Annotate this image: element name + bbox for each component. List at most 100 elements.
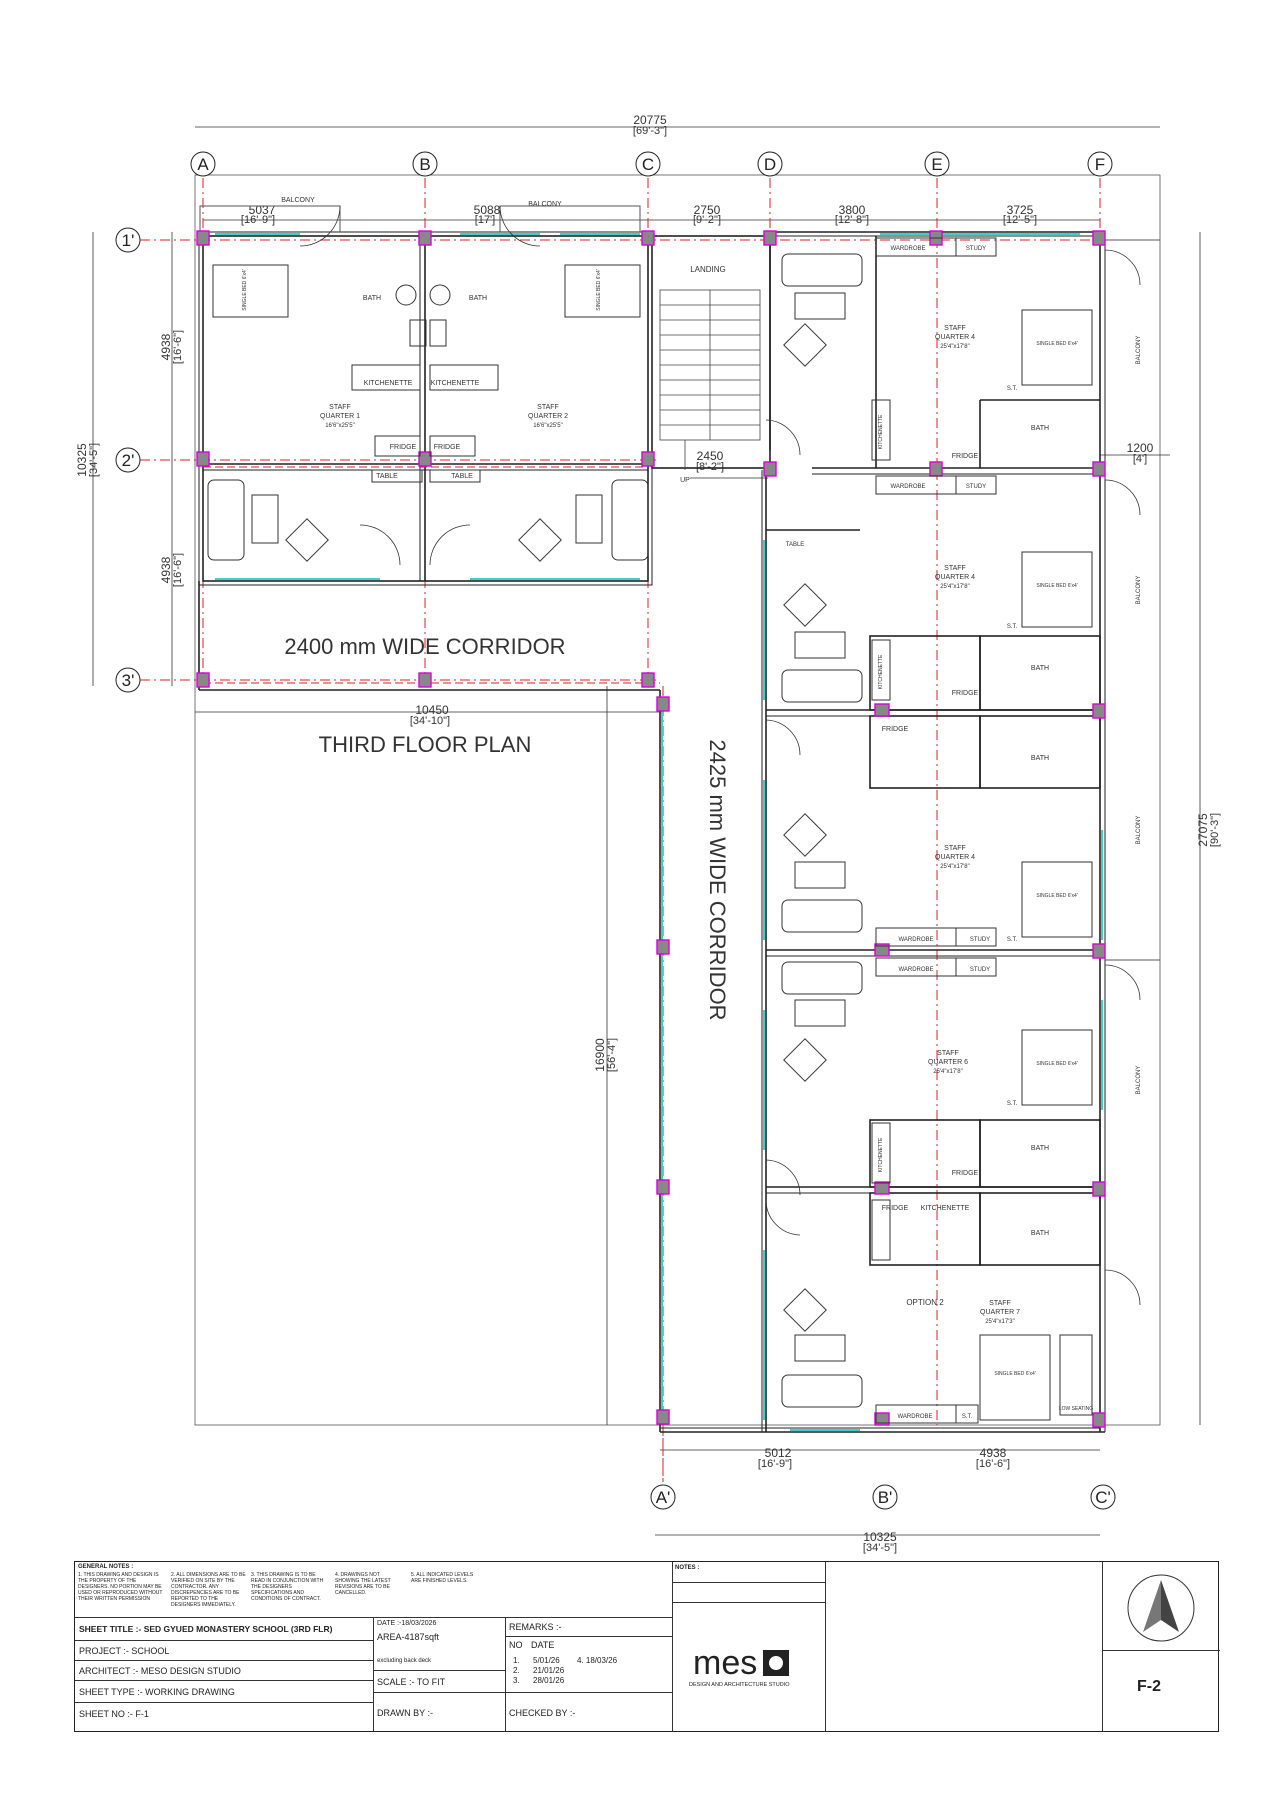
- dimension-text: 20775 [69'-3"] 5037 [16'-9"] 5088 [17'] …: [241, 113, 1154, 1554]
- bed-label-q1: SINGLE BED 6'x4': [242, 269, 248, 310]
- room-q4a: QUARTER 4: [935, 334, 975, 341]
- bed-label-q2: SINGLE BED 6'x4': [596, 269, 602, 310]
- furniture: [207, 237, 1093, 1424]
- dim-right-overall: 27075: [1196, 813, 1210, 847]
- room-q6: QUARTER 6: [928, 1059, 968, 1066]
- bath-label-1: BATH: [363, 295, 381, 302]
- bath-label-3: BATH: [1031, 425, 1049, 432]
- notes-label: NOTES :: [675, 1565, 700, 1571]
- corridor-horizontal-label: 2400 mm WIDE CORRIDOR: [284, 634, 565, 659]
- study-label-3: STUDY: [970, 937, 990, 943]
- svg-text:C': C': [1095, 1488, 1111, 1507]
- grid-bubble-left-3: 3': [115, 667, 141, 693]
- dim-stair-ft: [8'-2"]: [696, 461, 724, 473]
- dim-ef: 3725: [1007, 203, 1034, 217]
- dim-left-overall: 10325: [75, 443, 89, 477]
- table-label-1: TABLE: [376, 473, 398, 480]
- staff-label-q1: STAFF: [329, 404, 351, 411]
- wardrobe-label-5: WARDROBE: [897, 1414, 932, 1420]
- room-q1: QUARTER 1: [320, 413, 360, 420]
- study-label-1: STUDY: [966, 246, 986, 252]
- staff-label-q4b: STAFF: [944, 565, 966, 572]
- grid-bubble-top-b: B: [412, 151, 438, 177]
- up-label: UP: [680, 477, 690, 484]
- rev-date-3: 28/01/26: [533, 1676, 565, 1685]
- svg-text:B: B: [419, 155, 430, 174]
- rev-no-3: 3.: [513, 1676, 520, 1685]
- sheet-title: SHEET TITLE :- SED GYUED MONASTERY SCHOO…: [79, 1624, 333, 1634]
- rev-date-2: 21/01/26: [533, 1666, 565, 1675]
- dim-l12: 4938: [159, 333, 173, 360]
- dim-bot-overall: 10325: [863, 1530, 897, 1544]
- doors: [299, 205, 1141, 1306]
- kitchenette-label-r3: KITCHENETTE: [878, 1137, 884, 1172]
- room-q7-size: 25'4"x17'3": [985, 1319, 1015, 1325]
- table-label-2: TABLE: [451, 473, 473, 480]
- brand-logo-square: [763, 1650, 789, 1676]
- sheet-no: SHEET NO :- F-1: [79, 1709, 149, 1719]
- option2-label: OPTION 2: [906, 1298, 944, 1307]
- grid-bubble-top-a: A: [190, 151, 216, 177]
- dim-de-ft: [12'-8"]: [835, 214, 869, 226]
- room-q7: QUARTER 7: [980, 1309, 1020, 1316]
- svg-text:1': 1': [122, 231, 135, 250]
- dim-stair: 2450: [697, 449, 724, 463]
- bed-label-q7: SINGLE BED 6'x4': [994, 1371, 1035, 1377]
- study-label-4: STUDY: [970, 967, 990, 973]
- dim-overall-top-ft: [69'-3"]: [633, 125, 667, 137]
- remarks: REMARKS :-: [509, 1622, 562, 1632]
- grid-lines: [140, 178, 1101, 1490]
- staff-label-q2: STAFF: [537, 404, 559, 411]
- title-block: GENERAL NOTES : 1. THIS DRAWING AND DESI…: [74, 1561, 1220, 1732]
- kitchenette-label-r1: KITCHENETTE: [878, 414, 884, 449]
- grid-bubble-bottom-b: B': [872, 1484, 898, 1510]
- staff-label-q4a: STAFF: [944, 325, 966, 332]
- balcony-rails: [199, 205, 1160, 961]
- bath-label-5: BATH: [1031, 755, 1049, 762]
- svg-text:A: A: [197, 155, 209, 174]
- svg-text:E: E: [931, 155, 942, 174]
- dim-bc-ft: [17']: [475, 214, 495, 226]
- dim-ab-ft: [16'-9"]: [241, 214, 275, 226]
- dim-bot-a-ft: [16'-9"]: [758, 1458, 792, 1470]
- fridge-label-1: FRIDGE: [390, 444, 417, 451]
- bed-label-r4: SINGLE BED 6'x4': [1036, 1061, 1077, 1067]
- wardrobe-label-1: WARDROBE: [890, 246, 925, 252]
- bath-label-2: BATH: [469, 295, 487, 302]
- balcony-label-r1: BALCONY: [1136, 336, 1142, 365]
- room-q4c: QUARTER 4: [935, 854, 975, 861]
- grid-bubble-top-e: E: [924, 151, 950, 177]
- grid-bubble-top-d: D: [757, 151, 783, 177]
- kitchenette-label-1: KITCHENETTE: [364, 380, 413, 387]
- svg-text:D: D: [764, 155, 776, 174]
- brand-subtitle: DESIGN AND ARCHITECTURE STUDIO: [689, 1682, 790, 1688]
- north-arrow-icon: [1127, 1574, 1195, 1642]
- dim-wing-ft: [34'-10"]: [410, 715, 450, 727]
- bath-label-6: BATH: [1031, 1145, 1049, 1152]
- bath-label-7: BATH: [1031, 1230, 1049, 1237]
- fridge-label-5: FRIDGE: [882, 726, 909, 733]
- grid-bubble-bottom-c: C': [1090, 1484, 1116, 1510]
- dim-cd-ft: [9'-2"]: [693, 214, 721, 226]
- staff-label-q4c: STAFF: [944, 845, 966, 852]
- study-label-2: STUDY: [966, 484, 986, 490]
- svg-text:A': A': [656, 1488, 671, 1507]
- walls: [198, 231, 1106, 1433]
- landing-label: LANDING: [690, 265, 726, 274]
- dim-wing: 10450: [415, 703, 449, 717]
- room-q4a-size: 25'4"x17'8": [940, 344, 970, 350]
- rev-date-header: DATE: [531, 1640, 555, 1650]
- bed-label-r3: SINGLE BED 6'x4': [1036, 893, 1077, 899]
- dim-left-overall-ft: [34'-5"]: [88, 443, 100, 477]
- st-label-4: S.T.: [1007, 1101, 1018, 1107]
- area-note: excluding back deck: [377, 1658, 432, 1664]
- wardrobe-label-4: WARDROBE: [898, 967, 933, 973]
- dim-corr-ft: [56'-4"]: [606, 1038, 618, 1072]
- svg-text:2': 2': [122, 451, 135, 470]
- grid-bubble-left-2: 2': [115, 447, 141, 473]
- bed-label-r2: SINGLE BED 6'x4': [1036, 583, 1077, 589]
- dim-overall-top: 20775: [633, 113, 667, 127]
- st-label-1: S.T.: [1007, 386, 1018, 392]
- kitchenette-label-3: KITCHENETTE: [921, 1205, 970, 1212]
